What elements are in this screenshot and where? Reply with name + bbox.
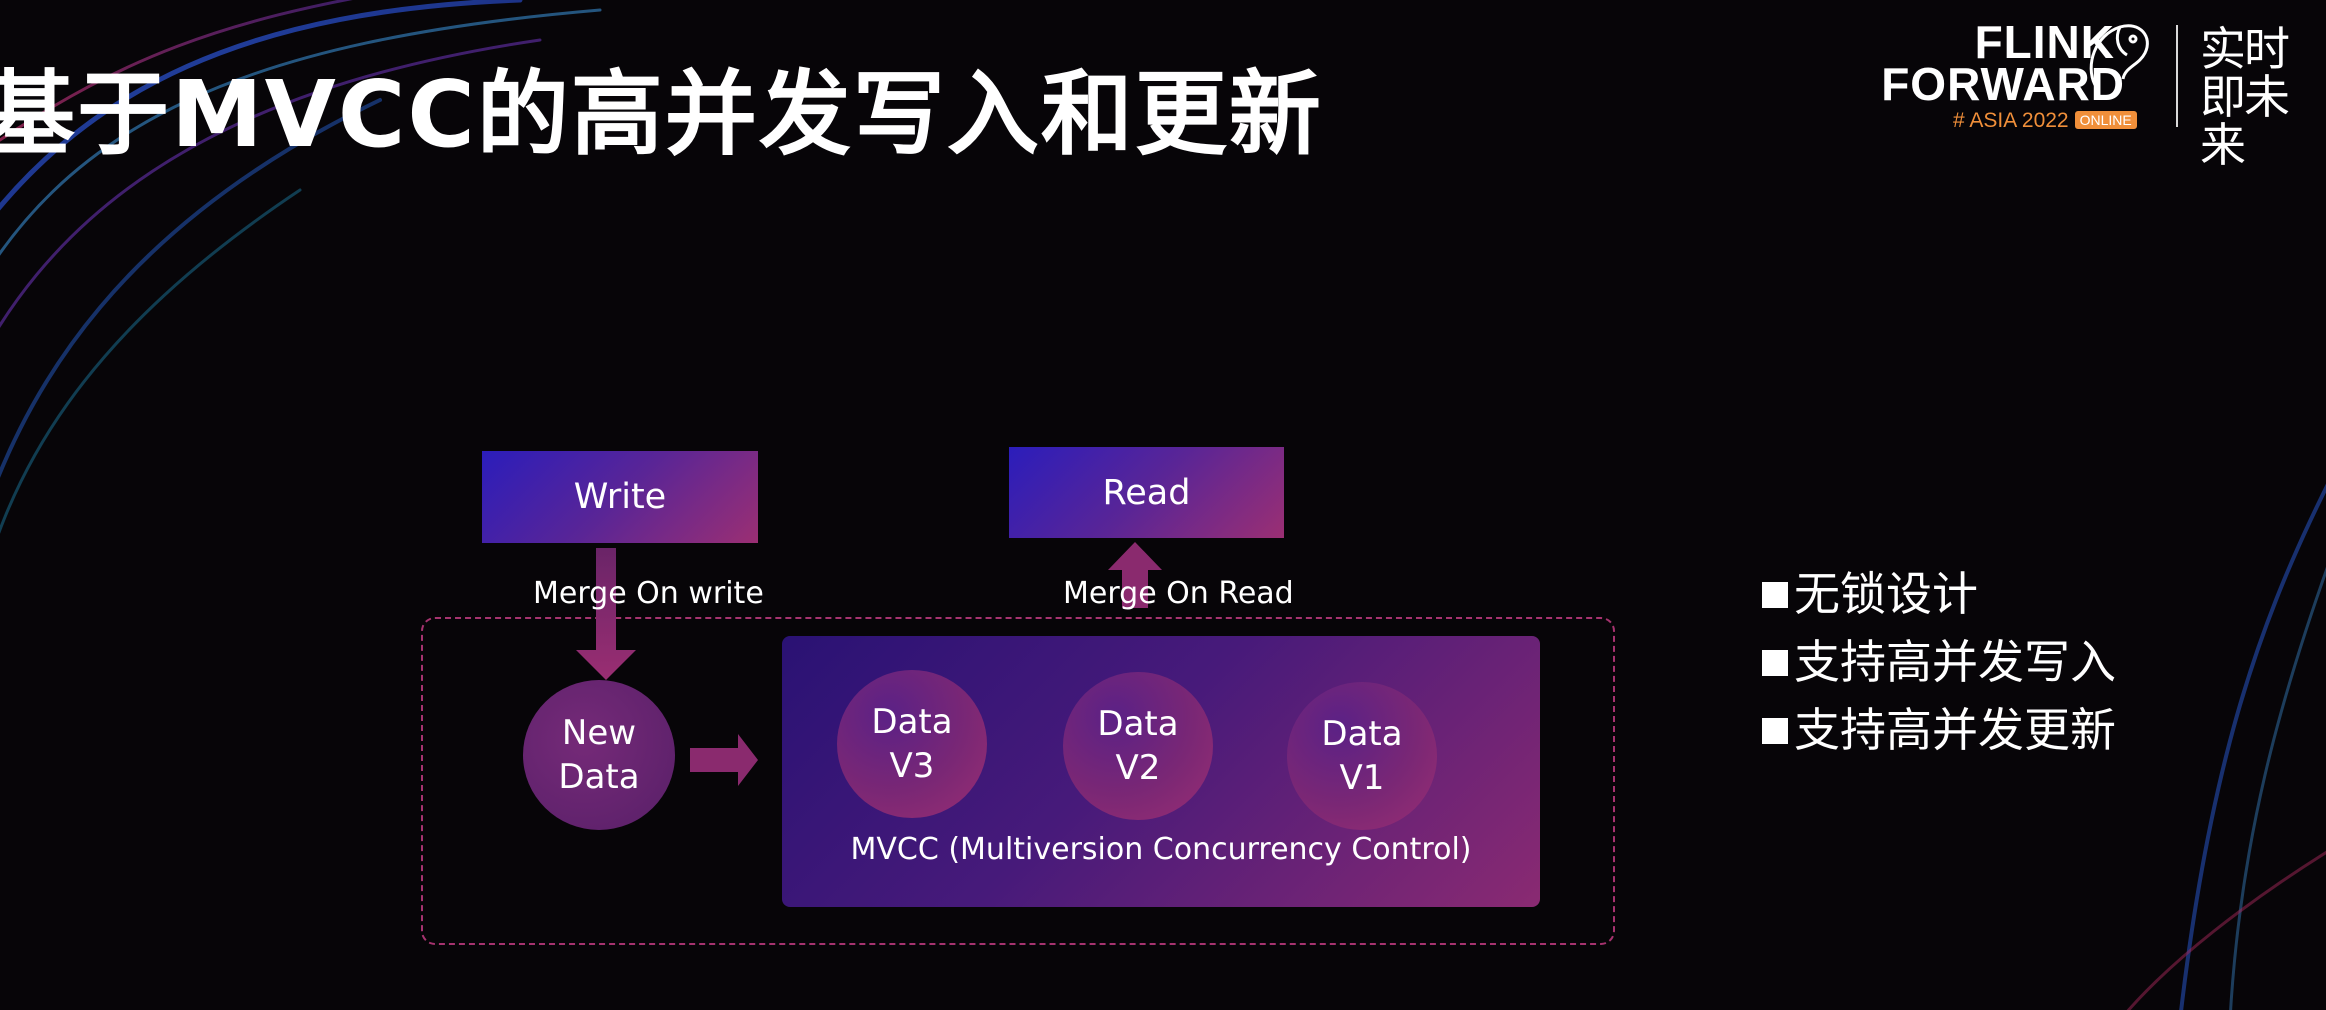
bullet-item: 支持高并发写入 [1762, 628, 2116, 696]
data-v3-line1: Data [871, 702, 953, 742]
data-v1-line2: V1 [1339, 758, 1385, 798]
write-box: Write [482, 451, 758, 543]
bullet-text: 支持高并发写入 [1794, 635, 2116, 689]
mvcc-label: MVCC (Multiversion Concurrency Control) [850, 832, 1472, 867]
read-box: Read [1009, 447, 1284, 538]
new-data-line1: New [561, 713, 637, 753]
slide-title: 基于MVCC的高并发写入和更新 [0, 61, 1323, 168]
data-v3-circle: Data V3 [837, 670, 987, 818]
data-v2-line2: V2 [1115, 748, 1161, 788]
read-label: Read [1102, 472, 1191, 513]
squirrel-icon [2089, 24, 2149, 86]
logo-divider [2176, 25, 2178, 127]
bullet-text: 支持高并发更新 [1794, 703, 2116, 757]
merge-region-dashed-box [421, 617, 1615, 945]
logo-line-flink: FLINK [1974, 16, 2115, 68]
new-data-circle: New Data [523, 680, 675, 830]
bullet-square-icon [1762, 650, 1788, 676]
logo-cn-slogan: 实时即未来 [2200, 22, 2290, 172]
data-v3-line2: V3 [889, 746, 935, 786]
logo-online-badge: ONLINE [2074, 111, 2137, 129]
bullet-item: 支持高并发更新 [1762, 696, 2116, 764]
data-v1-line1: Data [1321, 714, 1403, 754]
data-v1-circle: Data V1 [1287, 682, 1437, 830]
bullet-list: 无锁设计 支持高并发写入 支持高并发更新 [1762, 560, 2116, 764]
bullet-text: 无锁设计 [1794, 567, 1978, 621]
merge-on-read-label: Merge On Read [1063, 576, 1294, 611]
write-label: Write [573, 477, 667, 517]
data-v2-line1: Data [1097, 704, 1179, 744]
logo-event: # ASIA 2022 ONLINE [1953, 109, 2137, 133]
data-v2-circle: Data V2 [1063, 672, 1213, 820]
merge-on-write-label: Merge On write [533, 576, 764, 611]
logo-line-forward: FORWARD [1881, 58, 2125, 110]
logo-event-text: # ASIA 2022 [1953, 109, 2069, 132]
new-data-line2: Data [558, 757, 640, 797]
flink-forward-logo: FLINK FORWARD # ASIA 2022 ONLINE 实时即未来 [1881, 15, 2325, 169]
bullet-square-icon [1762, 582, 1788, 608]
bullet-item: 无锁设计 [1762, 560, 2116, 628]
bullet-square-icon [1762, 718, 1788, 744]
